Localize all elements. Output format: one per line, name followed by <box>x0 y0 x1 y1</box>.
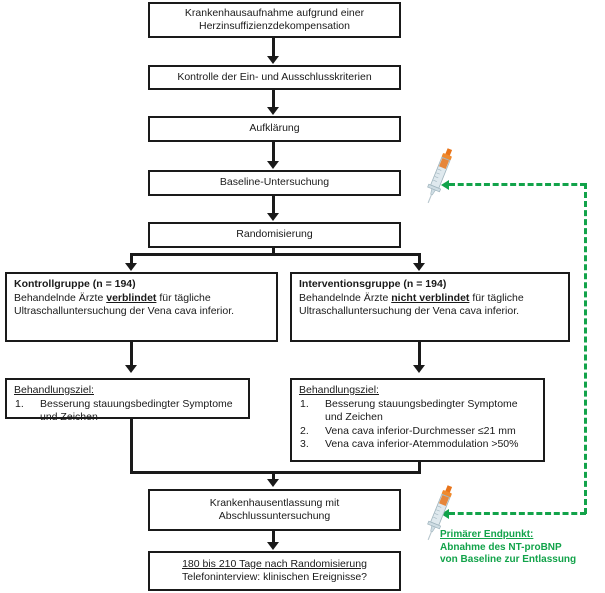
goal-control-item-text: Besserung stauungsbedingter Symptome und… <box>40 397 233 424</box>
control-group-body: Behandelnde Ärzte verblindet für täglich… <box>14 292 270 319</box>
intervention-group-text-b: für tägliche Ultraschalluntersuchung der… <box>299 291 524 318</box>
connector-randomisation-split <box>272 248 275 256</box>
endpoint-loop-top-segment <box>449 183 586 186</box>
arrowhead-followup <box>267 542 279 550</box>
goal-intervention-item: 1. Besserung stauungsbedingter Symptome … <box>299 398 537 425</box>
connector-consent-baseline <box>272 142 275 162</box>
connector-intervention-to-goal <box>418 342 421 366</box>
intervention-group-text-a: Behandelnde Ärzte <box>299 291 392 304</box>
merge-branch-right <box>418 462 421 474</box>
primary-endpoint-annotation: Primärer Endpunkt: Abnahme des NT-proBNP… <box>440 529 576 567</box>
node-goal-intervention: Behandlungsziel: 1. Besserung stauungsbe… <box>290 378 545 462</box>
goal-control-item-number: 1. <box>15 397 24 410</box>
node-randomisation-line1: Randomisierung <box>236 228 313 241</box>
node-criteria-line1: Kontrolle der Ein- und Ausschlusskriteri… <box>177 70 372 83</box>
connector-criteria-consent <box>272 90 275 108</box>
goal-intervention-item: 3. Vena cava inferior-Atemmodulation >50… <box>299 438 537 452</box>
goal-intervention-item: 2. Vena cava inferior-Durchmesser ≤21 mm <box>299 425 537 439</box>
intervention-group-body: Behandelnde Ärzte nicht verblindet für t… <box>299 292 562 319</box>
arrowhead-criteria <box>267 56 279 64</box>
node-consent-line1: Aufklärung <box>249 122 300 135</box>
node-consent: Aufklärung <box>148 116 401 142</box>
arrowhead-control-group <box>125 263 137 271</box>
goal-control-list: 1. Besserung stauungsbedingter Symptome … <box>14 398 242 425</box>
connector-control-to-goal <box>130 342 133 366</box>
goal-intervention-list: 1. Besserung stauungsbedingter Symptome … <box>299 398 537 452</box>
split-horizontal-bar <box>130 253 421 256</box>
merge-branch-left <box>130 419 133 474</box>
syringe-icon <box>427 485 453 541</box>
goal-intervention-heading: Behandlungsziel: <box>299 384 379 396</box>
node-discharge-line2: Abschlussuntersuchung <box>218 510 331 522</box>
syringe-icon <box>427 148 453 204</box>
node-admission-line2: Herzinsuffizienzdekompensation <box>199 20 350 32</box>
primary-endpoint-line2: Abnahme des NT-proBNP <box>440 541 562 553</box>
goal-control-heading: Behandlungsziel: <box>14 384 94 396</box>
arrowhead-goal-intervention <box>413 365 425 373</box>
node-intervention-group: Interventionsgruppe (n = 194) Behandelnd… <box>290 272 570 342</box>
node-followup-line2: Telefoninterview: klinischen Ereignisse? <box>181 571 367 583</box>
node-control-group: Kontrollgruppe (n = 194) Behandelnde Ärz… <box>5 272 278 342</box>
endpoint-loop-bottom-segment <box>449 512 586 515</box>
control-group-title: Kontrollgruppe (n = 194) <box>14 278 136 290</box>
control-group-text-a: Behandelnde Ärzte <box>14 291 107 304</box>
intervention-group-title: Interventionsgruppe (n = 194) <box>299 278 447 290</box>
control-group-emphasis: verblindet <box>106 291 157 304</box>
endpoint-loop-top-arrowhead <box>441 180 449 190</box>
node-randomisation: Randomisierung <box>148 222 401 248</box>
control-group-text-b: für tägliche Ultraschalluntersuchung der… <box>14 291 235 318</box>
arrowhead-randomisation <box>267 213 279 221</box>
merge-horizontal-bar <box>130 471 421 474</box>
connector-discharge-followup <box>272 531 275 544</box>
connector-merge-discharge <box>272 471 275 481</box>
node-admission: Krankenhausaufnahme aufgrund einer Herzi… <box>148 2 401 38</box>
endpoint-loop-vertical-spine <box>584 183 587 514</box>
connector-admission-criteria <box>272 38 275 57</box>
node-followup-line1: 180 bis 210 Tage nach Randomisierung <box>182 557 367 570</box>
primary-endpoint-heading: Primärer Endpunkt: <box>440 529 534 540</box>
goal-intervention-item-text: Vena cava inferior-Atemmodulation >50% <box>325 438 519 450</box>
connector-baseline-randomisation <box>272 196 275 214</box>
goal-intervention-item-number: 1. <box>300 397 309 410</box>
node-goal-control: Behandlungsziel: 1. Besserung stauungsbe… <box>5 378 250 423</box>
arrowhead-baseline <box>267 161 279 169</box>
node-admission-line1: Krankenhausaufnahme aufgrund einer <box>184 6 365 19</box>
split-branch-right <box>418 253 421 265</box>
arrowhead-goal-control <box>125 365 137 373</box>
arrowhead-intervention-group <box>413 263 425 271</box>
arrowhead-consent <box>267 107 279 115</box>
endpoint-loop-bottom-arrowhead <box>441 509 449 519</box>
goal-intervention-item-number: 3. <box>300 438 309 450</box>
node-followup: 180 bis 210 Tage nach Randomisierung Tel… <box>148 551 401 591</box>
goal-intervention-item-text: Besserung stauungsbedingter Symptome und… <box>325 397 518 424</box>
goal-intervention-item-text: Vena cava inferior-Durchmesser ≤21 mm <box>325 424 516 437</box>
goal-control-item: 1. Besserung stauungsbedingter Symptome … <box>14 398 242 425</box>
node-discharge: Krankenhausentlassung mit Abschlussunter… <box>148 489 401 531</box>
goal-intervention-item-number: 2. <box>300 424 309 437</box>
node-baseline: Baseline-Untersuchung <box>148 170 401 196</box>
arrowhead-discharge <box>267 479 279 487</box>
intervention-group-emphasis: nicht verblindet <box>391 291 470 304</box>
node-baseline-line1: Baseline-Untersuchung <box>219 176 330 189</box>
node-discharge-line1: Krankenhausentlassung mit <box>209 496 340 509</box>
node-criteria: Kontrolle der Ein- und Ausschlusskriteri… <box>148 65 401 90</box>
primary-endpoint-line3: von Baseline zur Entlassung <box>440 554 577 565</box>
split-branch-left <box>130 253 133 265</box>
